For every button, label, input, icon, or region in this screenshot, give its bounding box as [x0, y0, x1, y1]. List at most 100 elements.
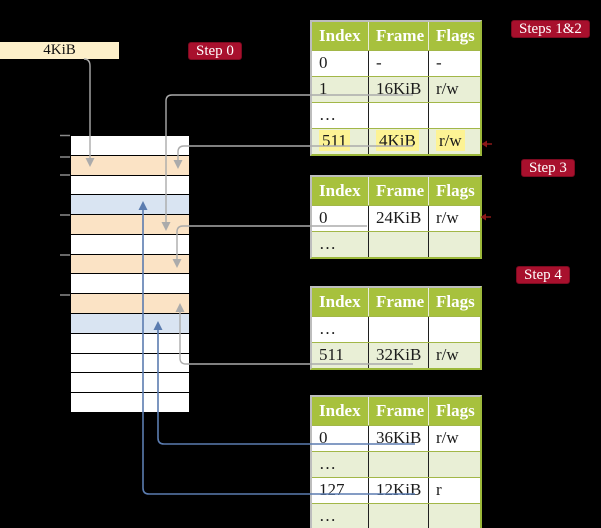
cell-text: 0	[319, 428, 328, 447]
table-header-cell: Index	[312, 177, 369, 205]
table-cell: r/w	[429, 206, 480, 231]
table-header-cell: Index	[312, 397, 369, 425]
table-cell: 12KiB	[369, 478, 429, 503]
cell-text: -	[436, 53, 442, 72]
memory-frame-row	[71, 392, 189, 412]
cell-text: 0	[319, 208, 328, 227]
table-cell: 16KiB	[369, 77, 429, 102]
table-header-row: Index Frame Flags	[312, 288, 480, 316]
memory-frame-row	[71, 332, 189, 353]
memory-frame-row	[71, 214, 189, 234]
table-row: 1 16KiB r/w	[312, 76, 480, 102]
cell-text: …	[319, 105, 336, 124]
table-cell: …	[312, 452, 369, 477]
address-tick-marks	[60, 134, 70, 296]
table-cell: …	[312, 232, 369, 257]
table-cell: …	[312, 103, 369, 128]
table-cell: r	[429, 478, 480, 503]
memory-frame-row	[71, 253, 189, 274]
table-cell: 0	[312, 206, 369, 231]
cell-text: r	[436, 480, 442, 499]
cell-text: 511	[319, 345, 344, 364]
table-row: …	[312, 231, 480, 257]
table-cell: 24KiB	[369, 206, 429, 231]
memory-frame-row	[71, 233, 189, 254]
table-cell: 4KiB	[369, 129, 429, 154]
cell-text: 32KiB	[376, 345, 422, 364]
table-cell	[369, 504, 429, 528]
table-header-cell: Flags	[436, 401, 475, 420]
table-cell: 1	[312, 77, 369, 102]
table-cell: …	[312, 317, 369, 342]
cell-text: 12KiB	[376, 480, 422, 499]
page-table-steps12: Index Frame Flags 0 - - 1 16KiB r/w … 51…	[310, 20, 482, 156]
table-cell	[429, 504, 480, 528]
table-row: 0 36KiB r/w	[312, 425, 480, 451]
memory-frame-row	[71, 136, 189, 155]
cell-text: …	[319, 454, 336, 473]
table-cell: …	[312, 504, 369, 528]
cell-text: …	[319, 319, 336, 338]
cell-text: 127	[319, 480, 345, 499]
cell-text: 511	[319, 130, 350, 151]
table-cell: 36KiB	[369, 426, 429, 451]
table-cell: 0	[312, 426, 369, 451]
table-cell: r/w	[429, 426, 480, 451]
table-cell	[369, 452, 429, 477]
cell-text: -	[376, 53, 382, 72]
table-row: …	[312, 503, 480, 528]
cell-text: 16KiB	[376, 79, 422, 98]
table-row: …	[312, 316, 480, 342]
table-cell: -	[369, 51, 429, 76]
table-cell	[429, 232, 480, 257]
cell-text: r/w	[436, 428, 459, 447]
page-table-step3: Index Frame Flags 0 24KiB r/w …	[310, 175, 482, 259]
cell-text: 36KiB	[376, 428, 422, 447]
table-cell: -	[429, 51, 480, 76]
physical-memory-column	[70, 135, 190, 413]
step-3-label: Step 3	[521, 159, 575, 177]
table-cell	[369, 232, 429, 257]
frame-address-box: 4KiB	[0, 42, 119, 59]
memory-frame-row	[71, 372, 189, 393]
table-cell: 127	[312, 478, 369, 503]
page-table-step4: Index Frame Flags … 511 32KiB r/w	[310, 286, 482, 370]
memory-frame-row	[71, 293, 189, 314]
memory-frame-row	[71, 273, 189, 294]
memory-frame-row	[71, 352, 189, 373]
cell-text: r/w	[436, 130, 465, 151]
cell-text: r/w	[436, 208, 459, 227]
cell-text: …	[319, 234, 336, 253]
cell-text: …	[319, 506, 336, 525]
cell-text: 4KiB	[376, 130, 419, 151]
table-cell: r/w	[429, 129, 480, 154]
table-cell: 511	[312, 129, 369, 154]
table-header-cell: Flags	[436, 26, 475, 45]
table-header-cell: Index	[312, 22, 369, 50]
page-table-final: Index Frame Flags 0 36KiB r/w … 127 12Ki…	[310, 395, 482, 528]
memory-frame-row	[71, 194, 189, 215]
cell-text: r/w	[436, 79, 459, 98]
table-cell	[429, 317, 480, 342]
table-cell	[429, 452, 480, 477]
table-row: …	[312, 451, 480, 477]
table-cell	[369, 103, 429, 128]
table-header-cell: Flags	[436, 292, 475, 311]
step-0-label: Step 0	[188, 42, 242, 60]
table-header-row: Index Frame Flags	[312, 397, 480, 425]
table-row: 0 - -	[312, 50, 480, 76]
table-row: 0 24KiB r/w	[312, 205, 480, 231]
table-cell: 32KiB	[369, 343, 429, 368]
table-header-cell: Frame	[369, 22, 429, 50]
memory-frame-row	[71, 313, 189, 333]
table-cell: r/w	[429, 77, 480, 102]
table-header-cell: Flags	[436, 181, 475, 200]
cell-text: 1	[319, 79, 328, 98]
table-header-cell: Frame	[369, 177, 429, 205]
table-header-row: Index Frame Flags	[312, 22, 480, 50]
step-4-label: Step 4	[516, 266, 570, 284]
table-cell	[429, 103, 480, 128]
memory-frame-row	[71, 154, 189, 175]
current-entry-marker-arrow	[481, 140, 487, 148]
